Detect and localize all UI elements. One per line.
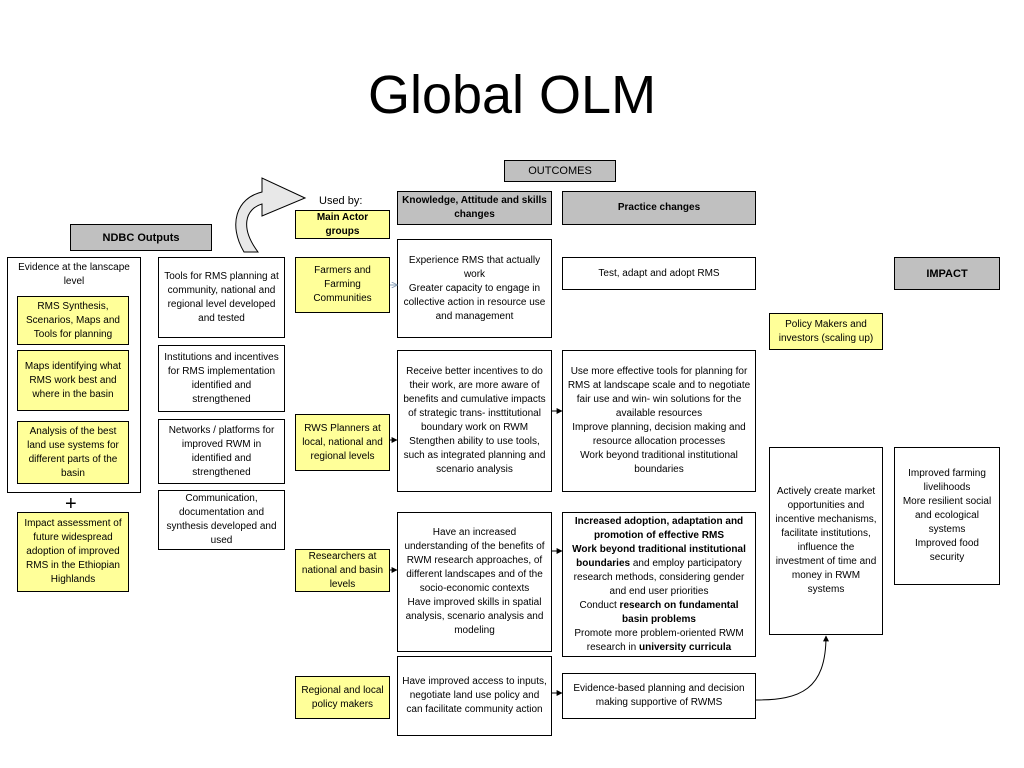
actor-rws-planners: RWS Planners at local, national and regi… <box>295 414 390 471</box>
actor-researchers: Researchers at national and basin levels <box>295 549 390 592</box>
output-institutions-incentives: Institutions and incentives for RMS impl… <box>158 345 285 412</box>
evidence-group-label: Evidence at the lanscape level <box>18 262 130 287</box>
practice-researchers-line4-bold: university curricula <box>638 641 732 653</box>
practice-researchers-line2-bold: Work beyond traditional institutional bo… <box>572 543 746 569</box>
practice-researchers-line3: Conduct <box>579 599 620 611</box>
main-actor-groups-header: Main Actor groups <box>295 210 390 239</box>
kas-planners: Receive better incentives to do their wo… <box>397 350 552 492</box>
slide-title: Global OLM <box>367 65 657 125</box>
evidence-item-rms-synthesis: RMS Synthesis, Scenarios, Maps and Tools… <box>17 296 129 345</box>
ndbc-outputs-header: NDBC Outputs <box>70 224 212 251</box>
impact-assessment-box: Impact assessment of future widespread a… <box>17 512 129 592</box>
used-by-label: Used by: <box>319 195 363 207</box>
practice-researchers: Increased adoption, adaptation and promo… <box>562 512 756 657</box>
kas-policy-makers: Have improved access to inputs, negotiat… <box>397 656 552 736</box>
practice-researchers-line2: and employ participatory research method… <box>573 557 745 597</box>
practice-researchers-line1: Increased adoption, adaptation and promo… <box>574 515 744 541</box>
practice-planners: Use more effective tools for planning fo… <box>562 350 756 492</box>
outcomes-label: OUTCOMES <box>504 160 616 182</box>
policy-investors-box: Policy Makers and investors (scaling up) <box>769 313 883 350</box>
impact-header: IMPACT <box>894 257 1000 290</box>
arrow-policy-to-market <box>755 635 829 701</box>
output-networks-platforms: Networks / platforms for improved RWM in… <box>158 419 285 484</box>
output-communication: Communication, documentation and synthes… <box>158 490 285 550</box>
plus-sign: + <box>65 493 77 515</box>
impact-box: Improved farming livelihoods More resili… <box>894 447 1000 585</box>
practice-farmers: Test, adapt and adopt RMS <box>562 257 756 290</box>
evidence-item-maps: Maps identifying what RMS work best and … <box>17 350 129 411</box>
actor-farmers: Farmers and Farming Communities <box>295 257 390 313</box>
practice-researchers-line3-bold: research on fundamental basin problems <box>619 599 739 625</box>
actor-policy-makers: Regional and local policy makers <box>295 676 390 719</box>
kas-changes-header: Knowledge, Attitude and skills changes <box>397 191 552 225</box>
evidence-item-land-use-analysis: Analysis of the best land use systems fo… <box>17 421 129 484</box>
practice-changes-header: Practice changes <box>562 191 756 225</box>
practice-policy-makers: Evidence-based planning and decision mak… <box>562 673 756 719</box>
practice-researchers-line4: Promote more problem-oriented RWM resear… <box>574 627 744 653</box>
output-tools-rms-planning: Tools for RMS planning at community, nat… <box>158 257 285 338</box>
kas-farmers: Experience RMS that actually work Greate… <box>397 239 552 338</box>
kas-researchers: Have an increased understanding of the b… <box>397 512 552 652</box>
market-mechanisms-box: Actively create market opportunities and… <box>769 447 883 635</box>
